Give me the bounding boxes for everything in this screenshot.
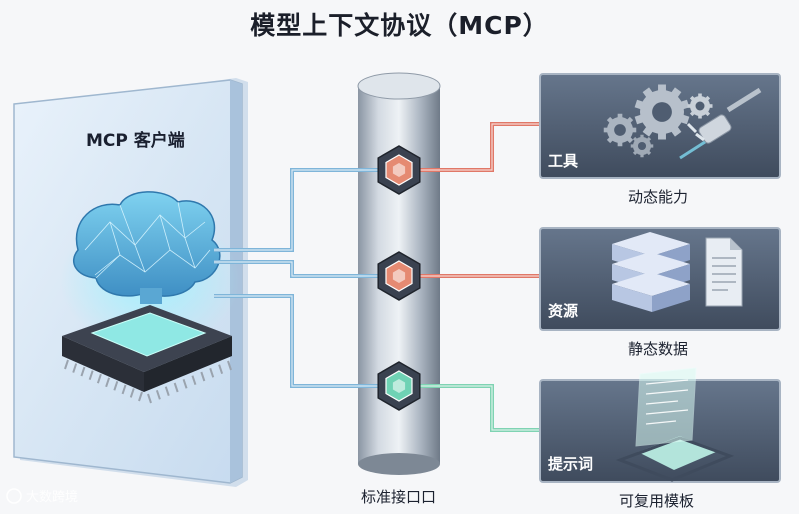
template-icon (615, 367, 735, 482)
tools-panel-label: 工具 (548, 152, 579, 170)
watermark-logo (6, 488, 22, 504)
page-title: 模型上下文协议（MCP） (250, 11, 549, 40)
prompts-panel-label: 提示词 (548, 455, 594, 473)
document-icon (705, 237, 743, 307)
resources-panel-label: 资源 (548, 302, 579, 320)
gear-icon (603, 84, 713, 158)
bus-ports (377, 145, 421, 411)
bus-caption: 标准接口口 (361, 488, 437, 506)
plug-icon (679, 87, 762, 160)
prompts-caption: 可复用模板 (619, 492, 695, 510)
brain-icon (73, 191, 221, 304)
database-icon (612, 232, 690, 312)
client-connection-lines (214, 168, 378, 388)
bus-port-1 (377, 251, 421, 301)
bus-port-0 (377, 145, 421, 195)
resources-caption: 静态数据 (628, 340, 689, 358)
tools-caption: 动态能力 (628, 188, 689, 206)
bus-port-2 (377, 361, 421, 411)
service-connection-lines (420, 122, 540, 432)
mcp-client-label: MCP 客户端 (86, 131, 185, 151)
chip-icon (62, 305, 232, 404)
watermark-text: 大数跨境 (26, 490, 79, 505)
